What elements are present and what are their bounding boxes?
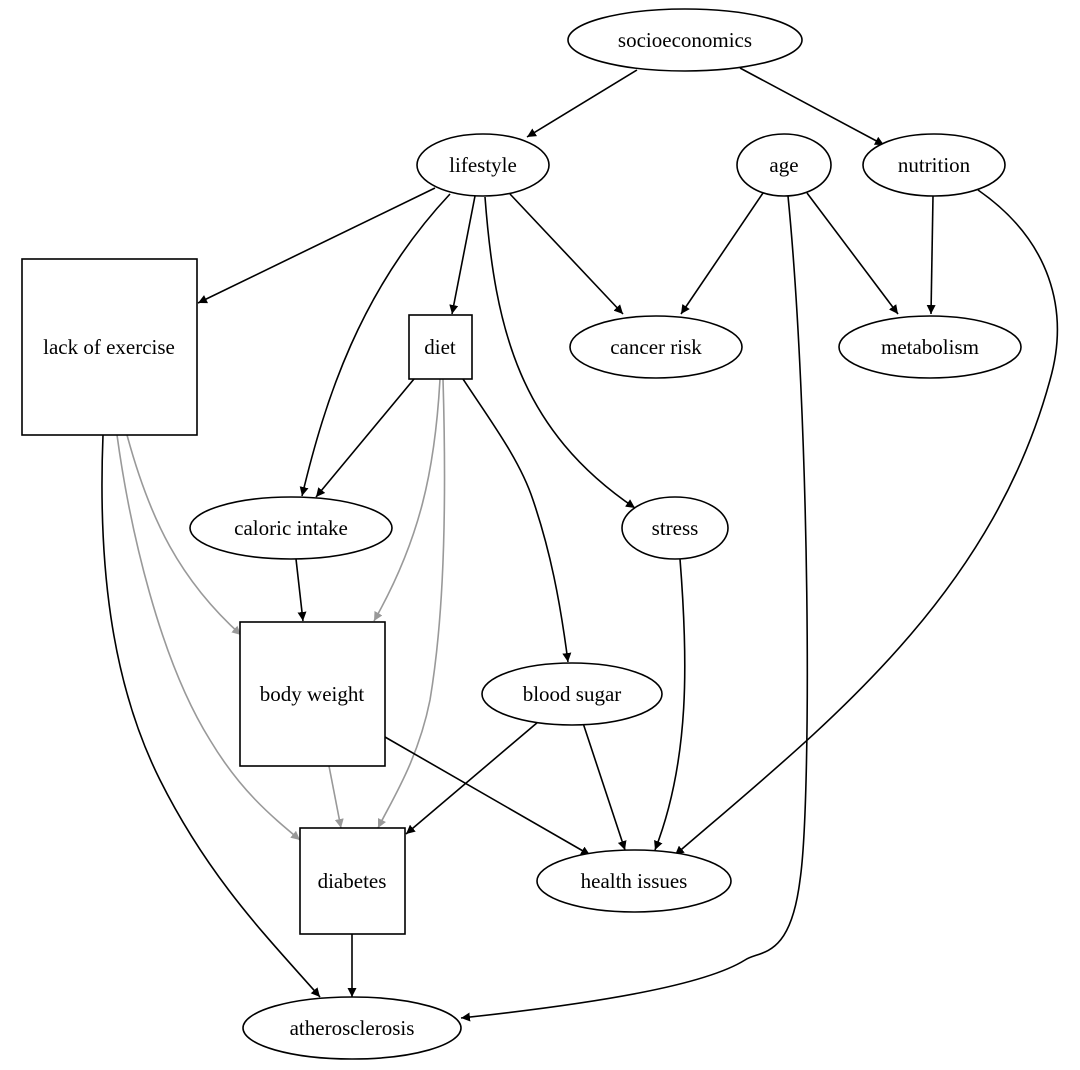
- node-caloric-intake: caloric intake: [189, 496, 393, 560]
- edge-blood-sugar-diabetes: [405, 721, 539, 835]
- node-stress: stress: [621, 496, 729, 560]
- edge-lack-of-exercise-diabetes: [116, 434, 301, 841]
- edge-blood-sugar-health-issues: [582, 722, 627, 851]
- node-age: age: [736, 133, 832, 197]
- node-label-health-issues: health issues: [581, 869, 688, 893]
- node-label-caloric-intake: caloric intake: [234, 516, 348, 540]
- node-body-weight: body weight: [239, 621, 386, 767]
- node-label-diabetes: diabetes: [318, 869, 387, 893]
- edge-lifestyle-cancer-risk: [509, 193, 624, 315]
- edge-lifestyle-caloric-intake: [299, 193, 451, 497]
- edge-socioeconomics-lifestyle: [526, 69, 638, 138]
- edge-stress-health-issues: [654, 558, 686, 851]
- edge-nutrition-metabolism: [926, 195, 936, 315]
- node-atherosclerosis: atherosclerosis: [242, 996, 462, 1060]
- node-socioeconomics: socioeconomics: [567, 8, 803, 72]
- edge-age-cancer-risk: [680, 192, 764, 315]
- edge-body-weight-diabetes: [328, 765, 344, 829]
- node-label-stress: stress: [652, 516, 699, 540]
- edge-diet-body-weight: [373, 378, 441, 622]
- edge-body-weight-health-issues: [384, 736, 591, 856]
- edge-age-metabolism: [806, 192, 899, 315]
- edge-diet-blood-sugar: [462, 378, 572, 663]
- edge-age-atherosclerosis: [460, 195, 809, 1022]
- node-label-metabolism: metabolism: [881, 335, 979, 359]
- node-label-body-weight: body weight: [260, 682, 365, 706]
- edge-lack-of-exercise-body-weight: [126, 434, 242, 636]
- edge-lack-of-exercise-atherosclerosis: [101, 434, 321, 998]
- node-blood-sugar: blood sugar: [481, 662, 663, 726]
- node-label-cancer-risk: cancer risk: [610, 335, 702, 359]
- edge-lifestyle-lack-of-exercise: [197, 187, 436, 304]
- edge-caloric-intake-body-weight: [295, 558, 307, 622]
- node-label-age: age: [769, 153, 798, 177]
- edge-lifestyle-diet: [449, 195, 476, 315]
- node-label-socioeconomics: socioeconomics: [618, 28, 752, 52]
- edge-socioeconomics-nutrition: [739, 67, 885, 146]
- edge-nutrition-health-issues: [674, 189, 1059, 856]
- node-label-lifestyle: lifestyle: [449, 153, 517, 177]
- edges: [101, 67, 1059, 1022]
- node-nutrition: nutrition: [862, 133, 1006, 197]
- node-label-diet: diet: [424, 335, 456, 359]
- edge-diet-diabetes: [377, 378, 446, 829]
- node-lack-of-exercise: lack of exercise: [21, 258, 198, 436]
- node-diet: diet: [408, 314, 473, 380]
- node-lifestyle: lifestyle: [416, 133, 550, 197]
- nodes: socioeconomics lifestyle age nutrition l…: [21, 8, 1022, 1060]
- node-label-blood-sugar: blood sugar: [523, 682, 622, 706]
- node-metabolism: metabolism: [838, 315, 1022, 379]
- node-health-issues: health issues: [536, 849, 732, 913]
- node-label-atherosclerosis: atherosclerosis: [290, 1016, 415, 1040]
- edge-lifestyle-stress: [484, 196, 636, 509]
- node-label-nutrition: nutrition: [898, 153, 971, 177]
- node-label-lack-of-exercise: lack of exercise: [43, 335, 175, 359]
- node-cancer-risk: cancer risk: [569, 315, 743, 379]
- edge-diet-caloric-intake: [315, 378, 415, 498]
- node-diabetes: diabetes: [299, 827, 406, 935]
